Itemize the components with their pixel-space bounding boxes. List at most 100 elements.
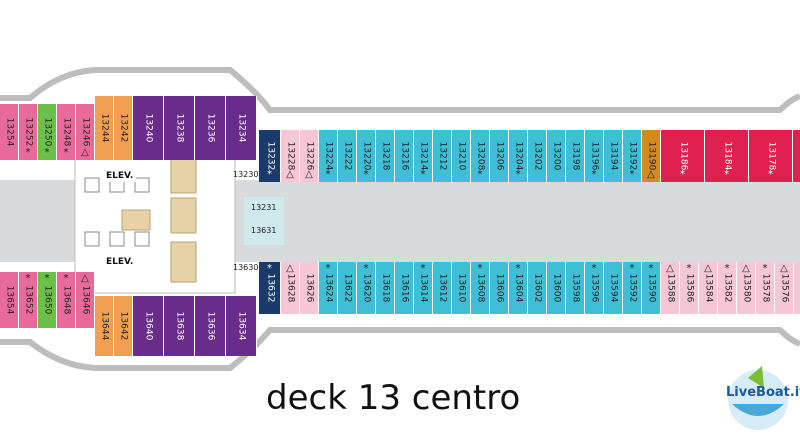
cabin-13254[interactable]: 13254 (0, 104, 19, 160)
cabin-13218[interactable]: 13218 (376, 130, 395, 182)
cabin-13596[interactable]: 13596* (585, 262, 604, 314)
cabin-13210[interactable]: 13210 (452, 130, 471, 182)
cabin-13242[interactable]: 13242 (114, 96, 133, 160)
cabin-13196[interactable]: 13196* (585, 130, 604, 182)
cabin-symbol: △ (780, 263, 788, 274)
cabin-13606[interactable]: 13606 (490, 262, 509, 314)
cabin-13648[interactable]: 13648* (57, 272, 76, 328)
cabin-13200[interactable]: 13200 (547, 130, 566, 182)
cabin-13654[interactable]: 13654 (0, 272, 19, 328)
cabin-13650[interactable]: 13650* (38, 272, 57, 328)
cabin-13232[interactable]: 13232* (259, 130, 281, 182)
cabin-13614[interactable]: 13614* (414, 262, 433, 314)
cabin-number: 13238 (174, 113, 185, 143)
cabin-number: 13232 (265, 141, 275, 171)
cabin-13578[interactable]: 13578* (756, 262, 775, 314)
cabin-13576[interactable]: 13576△ (775, 262, 794, 314)
cabin-13226[interactable]: 13226△ (300, 130, 319, 182)
cabin-13204[interactable]: 13204* (509, 130, 528, 182)
cabin-13626[interactable]: 13626 (300, 262, 319, 314)
cabin-13192[interactable]: 13192* (623, 130, 642, 182)
cabin-13634[interactable]: 13634 (226, 296, 257, 356)
cabin-13638[interactable]: 13638 (164, 296, 195, 356)
cabin-13224[interactable]: 13224* (319, 130, 338, 182)
cabin-13574[interactable]: 13574* (794, 262, 800, 314)
cabin-symbol: △ (286, 169, 294, 180)
cabin-13222[interactable]: 13222 (338, 130, 357, 182)
cabin-13586[interactable]: 13586* (680, 262, 699, 314)
cabin-13598[interactable]: 13598 (566, 262, 585, 314)
cabin-13628[interactable]: 13628△ (281, 262, 300, 314)
cabin-number: 13590 (646, 273, 657, 303)
cabin-13584[interactable]: 13584△ (699, 262, 718, 314)
cabin-13608[interactable]: 13608* (471, 262, 490, 314)
cabin-13600[interactable]: 13600 (547, 262, 566, 314)
cabin-13228[interactable]: 13228△ (281, 130, 300, 182)
cabin-number: 13242 (118, 113, 129, 143)
cabin-13194[interactable]: 13194 (604, 130, 623, 182)
cabin-13212[interactable]: 13212 (433, 130, 452, 182)
cabin-number: 13634 (236, 311, 247, 341)
cabin-13250[interactable]: 13250* (38, 104, 57, 160)
cabin-13602[interactable]: 13602 (528, 262, 547, 314)
cabin-number: 13194 (608, 141, 619, 171)
cabin-number: 13214 (418, 141, 429, 171)
cabin-13184[interactable]: 13184* (705, 130, 749, 182)
cabin-13624[interactable]: 13624* (319, 262, 338, 314)
cabin-13236[interactable]: 13236 (195, 96, 226, 160)
cabin-13640[interactable]: 13640 (133, 296, 164, 356)
cabin-13246[interactable]: 13246△ (76, 104, 95, 160)
cabin-symbol: * (680, 169, 685, 180)
cabin-number: 13652 (23, 285, 34, 315)
cabin-13238[interactable]: 13238 (164, 96, 195, 160)
cabin-13178[interactable]: 13178* (749, 130, 793, 182)
cabin-13642[interactable]: 13642 (114, 296, 133, 356)
cabin-13202[interactable]: 13202 (528, 130, 547, 182)
cabin-13198[interactable]: 13198 (566, 130, 585, 182)
cabin-13220[interactable]: 13220* (357, 130, 376, 182)
cabin-number: 13212 (437, 141, 448, 171)
cabin-13208[interactable]: 13208* (471, 130, 490, 182)
cabin-13636[interactable]: 13636 (195, 296, 226, 356)
cabin-13216[interactable]: 13216 (395, 130, 414, 182)
cabin-symbol: △ (704, 263, 712, 274)
cabin-13622[interactable]: 13622 (338, 262, 357, 314)
cabin-number: 13644 (99, 311, 110, 341)
cabin-13652[interactable]: 13652* (19, 272, 38, 328)
cabin-13186[interactable]: 13186* (661, 130, 705, 182)
cabin-13588[interactable]: 13588△ (661, 262, 680, 314)
cabin-13594[interactable]: 13594 (604, 262, 623, 314)
cabin-13644[interactable]: 13644 (95, 296, 114, 356)
cabin-13190[interactable]: 13190△ (642, 130, 661, 182)
cabin-13646[interactable]: 13646△ (76, 272, 95, 328)
cabin-13580[interactable]: 13580△ (737, 262, 756, 314)
cabin-13616[interactable]: 13616 (395, 262, 414, 314)
cabin-13206[interactable]: 13206 (490, 130, 509, 182)
cabin-13618[interactable]: 13618 (376, 262, 395, 314)
cabin-number: 13624 (323, 273, 334, 303)
cabin-13604[interactable]: 13604* (509, 262, 528, 314)
cabin-13234[interactable]: 13234 (226, 96, 257, 160)
cabin-13610[interactable]: 13610 (452, 262, 471, 314)
cabin-number: 13654 (4, 285, 15, 315)
cabin-13244[interactable]: 13244 (95, 96, 114, 160)
cabin-number: 13582 (722, 273, 733, 303)
cabin-13592[interactable]: 13592* (623, 262, 642, 314)
cabin-13214[interactable]: 13214* (414, 130, 433, 182)
cabin-number: 13610 (456, 273, 467, 303)
cabin-number: 13642 (118, 311, 129, 341)
elevator-shape (109, 231, 125, 247)
cabin-13176[interactable]: 13176* (793, 130, 800, 182)
cabin-number: 13618 (380, 273, 391, 303)
cabin-13590[interactable]: 13590* (642, 262, 661, 314)
cabin-13248[interactable]: 13248* (57, 104, 76, 160)
cabin-13240[interactable]: 13240 (133, 96, 164, 160)
cabin-13620[interactable]: 13620* (357, 262, 376, 314)
cabin-13612[interactable]: 13612 (433, 262, 452, 314)
cabin-13632[interactable]: 13632* (259, 262, 281, 314)
cabin-13582[interactable]: 13582* (718, 262, 737, 314)
cabin-symbol: * (363, 263, 369, 274)
cabin-13252[interactable]: 13252* (19, 104, 38, 160)
